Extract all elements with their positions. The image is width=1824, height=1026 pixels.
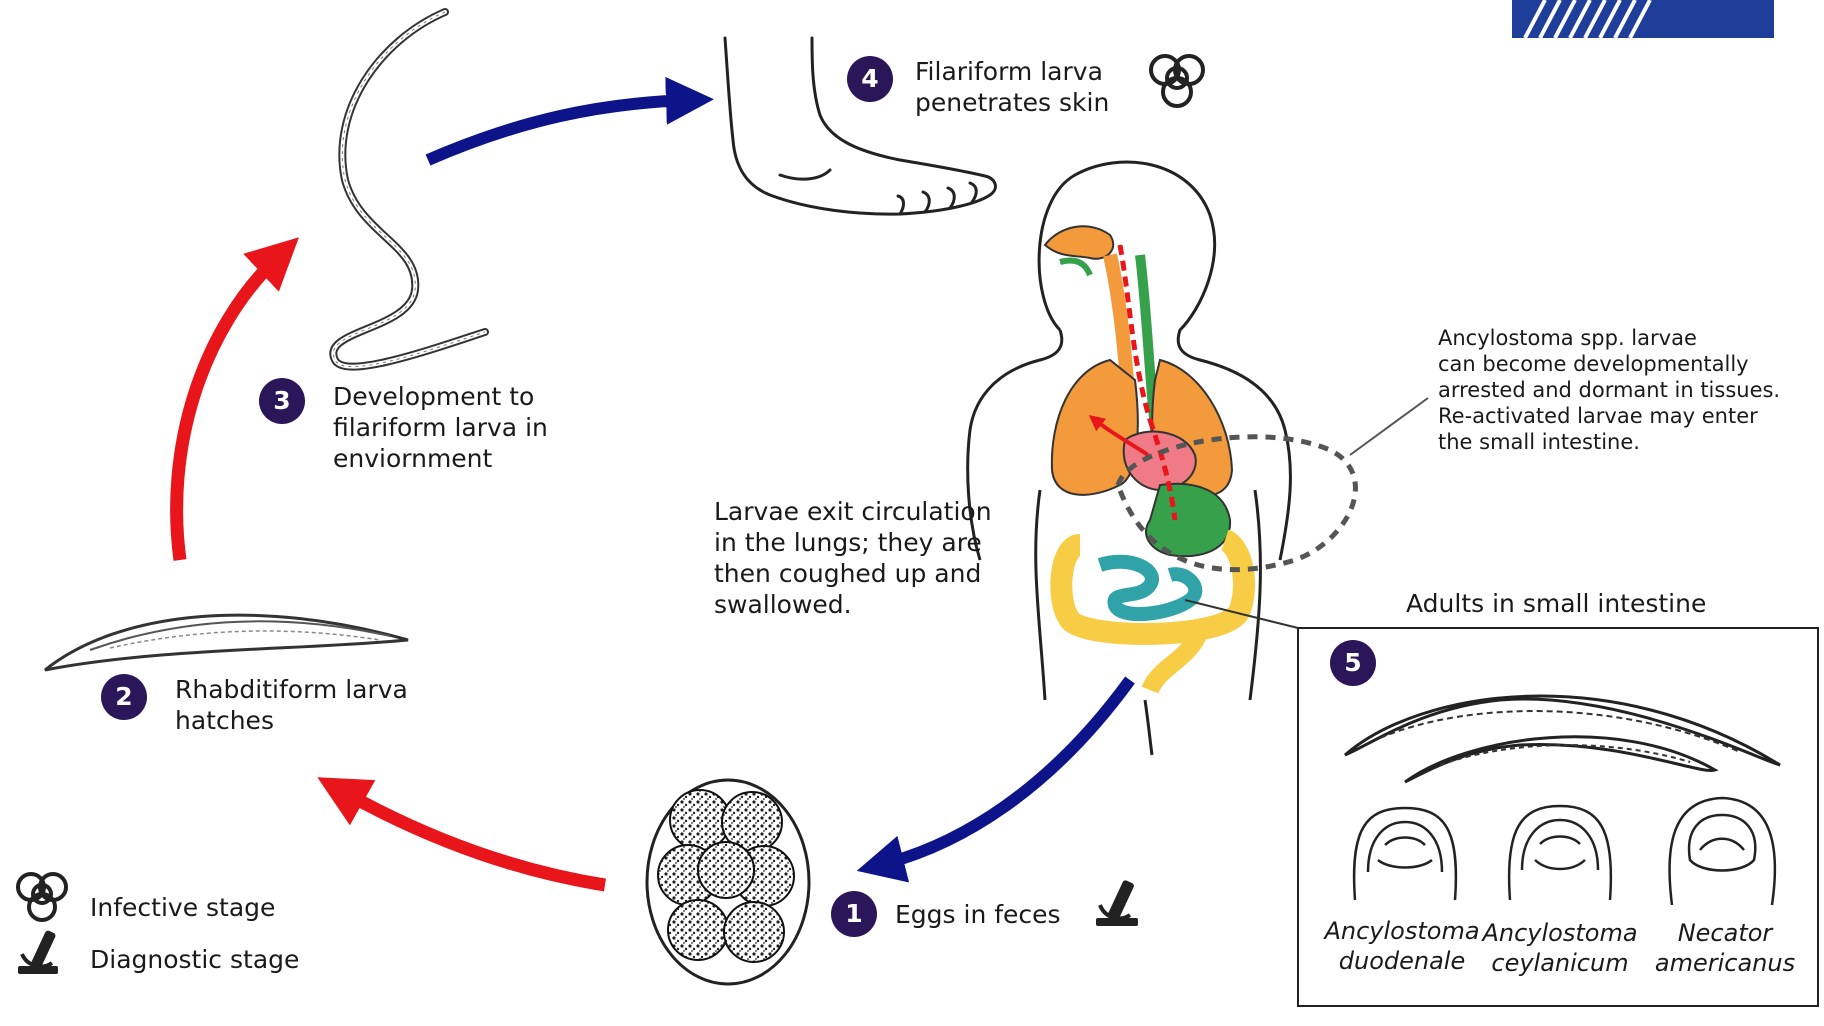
- arrow-host-to-eggs: [880, 680, 1130, 865]
- microscope-icon-legend: [18, 930, 58, 974]
- adult-worm-female: [1345, 696, 1780, 765]
- adults-box-title: Adults in small intestine: [1406, 588, 1706, 619]
- adult-worm-male: [1405, 737, 1715, 782]
- egg-drawing: [647, 780, 809, 984]
- legend-infective-label: Infective stage: [90, 892, 275, 923]
- filariform-larva-drawing: [333, 12, 485, 367]
- dormant-note: Ancylostoma spp. larvae can become devel…: [1438, 325, 1780, 455]
- microscope-icon-stage-1: [1096, 879, 1138, 926]
- legend-diagnostic-label: Diagnostic stage: [90, 944, 299, 975]
- biohazard-icon-stage-4: [1151, 56, 1203, 106]
- lungs-note: Larvae exit circulation in the lungs; th…: [714, 496, 992, 620]
- stage-5-badge: 5: [1330, 640, 1376, 686]
- rhabditiform-larva-drawing: [45, 615, 408, 670]
- arrow-3-to-4: [428, 100, 690, 160]
- stage-3-label: Development to filariform larva in envio…: [333, 381, 548, 474]
- mouth-ancylostoma-duodenale: [1354, 808, 1456, 900]
- stage-4-badge: 4: [847, 56, 893, 102]
- stage-4-label: Filariform larva penetrates skin: [915, 56, 1109, 118]
- stage-3-badge: 3: [259, 378, 305, 424]
- stage-1-badge: 1: [831, 891, 877, 937]
- mouth-necator-americanus: [1669, 798, 1774, 905]
- mouth-ancylostoma-ceylanicum: [1509, 806, 1611, 900]
- stage-2-badge: 2: [101, 674, 147, 720]
- stage-1-label: Eggs in feces: [895, 899, 1061, 930]
- human-body-drawing: [968, 162, 1291, 755]
- logo-corner: [1512, 0, 1774, 38]
- species-necator-americanus: Necator americanus: [1630, 918, 1820, 978]
- arrow-1-to-2: [340, 790, 605, 885]
- species-ancylostoma-ceylanicum: Ancylostoma ceylanicum: [1465, 918, 1655, 978]
- biohazard-icon-legend: [18, 874, 66, 920]
- stage-2-label: Rhabditiform larva hatches: [175, 674, 408, 736]
